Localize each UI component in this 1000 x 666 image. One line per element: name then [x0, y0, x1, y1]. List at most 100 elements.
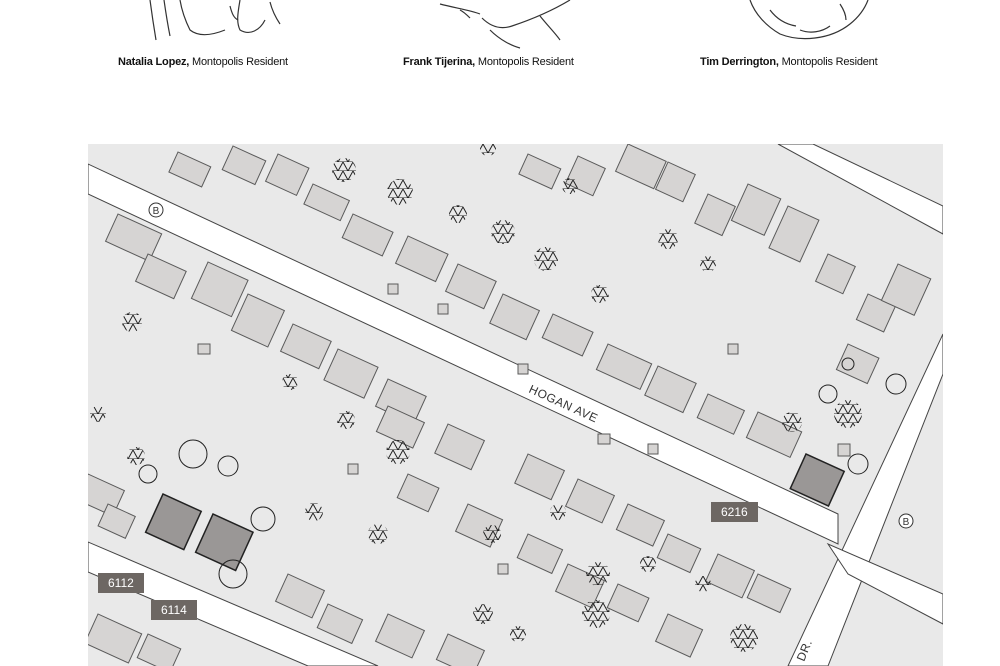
building — [347, 463, 359, 475]
building — [375, 405, 426, 449]
tree-cluster — [122, 312, 142, 332]
site-circle — [217, 455, 239, 477]
caption-tim-derrington: Tim Derrington, Montopolis Resident — [700, 56, 878, 68]
tree-cluster — [386, 440, 410, 464]
building — [746, 573, 792, 614]
site-circle — [218, 559, 248, 589]
building — [644, 365, 697, 414]
building — [516, 533, 564, 575]
building — [880, 263, 932, 316]
building — [489, 293, 541, 341]
tree-cluster — [782, 412, 802, 432]
address-tag-6112: 6112 — [98, 573, 144, 593]
tree-cluster — [562, 178, 578, 194]
tree-cluster — [591, 285, 609, 303]
site-circle — [818, 384, 838, 404]
building — [134, 253, 187, 300]
building — [704, 553, 756, 599]
building — [394, 235, 449, 283]
building — [316, 603, 364, 645]
bus-stop-marker: B — [898, 513, 914, 529]
resident-role: Montopolis Resident — [781, 56, 878, 68]
building — [88, 613, 143, 664]
building — [835, 343, 880, 385]
tree-cluster — [90, 406, 106, 422]
building — [614, 144, 667, 190]
building — [190, 261, 249, 318]
building — [221, 145, 267, 186]
portrait-natalia-lopez — [120, 0, 340, 50]
tree-cluster — [658, 229, 678, 249]
buildings — [88, 144, 932, 666]
address-tag-6114: 6114 — [151, 600, 197, 620]
building — [323, 348, 379, 399]
building — [197, 343, 211, 355]
tree-cluster — [586, 562, 610, 586]
portrait-frank-tijerina — [400, 0, 620, 50]
trees — [90, 144, 862, 652]
building — [104, 213, 163, 262]
tree-cluster — [834, 400, 862, 428]
caption-natalia-lopez: Natalia Lopez, Montopolis Resident — [118, 56, 288, 68]
site-circle — [885, 373, 907, 395]
building — [606, 583, 650, 623]
building — [837, 443, 851, 457]
tree-cluster — [473, 604, 493, 624]
resident-name: Frank Tijerina, — [403, 56, 475, 68]
building — [696, 393, 746, 435]
road-upper-right — [777, 144, 943, 235]
site-circle — [250, 506, 276, 532]
site-building — [194, 513, 255, 572]
building — [264, 153, 310, 197]
building — [727, 343, 739, 355]
building — [517, 363, 529, 375]
building — [374, 613, 426, 659]
site-building — [144, 493, 203, 551]
building — [514, 453, 566, 501]
building — [341, 213, 394, 257]
building — [97, 503, 136, 539]
tree-cluster — [483, 525, 501, 543]
building — [274, 573, 326, 619]
building — [768, 205, 820, 263]
building — [595, 343, 653, 391]
tree-cluster — [305, 503, 323, 521]
tree-cluster — [282, 374, 298, 390]
resident-name: Natalia Lopez, — [118, 56, 190, 68]
building — [437, 303, 449, 315]
building — [615, 503, 666, 547]
building — [136, 633, 182, 666]
building — [396, 473, 440, 513]
site-circle — [841, 357, 855, 371]
building — [541, 313, 594, 357]
tree-cluster — [700, 256, 716, 272]
tree-cluster — [695, 576, 711, 592]
tree-cluster — [550, 504, 566, 520]
site-building — [789, 453, 846, 507]
portrait-tim-derrington — [700, 0, 920, 50]
bus-stop-marker: B — [148, 202, 164, 218]
building — [564, 478, 616, 524]
tree-cluster — [582, 600, 610, 628]
tree-cluster — [387, 179, 413, 205]
tree-cluster — [337, 411, 355, 429]
building — [387, 283, 399, 295]
building — [230, 293, 286, 348]
building — [656, 533, 702, 574]
tree-cluster — [491, 220, 515, 244]
tree-cluster — [480, 144, 496, 156]
site-map: HOGAN AVE DR. B B 6216 6112 6114 — [88, 144, 943, 666]
building — [654, 613, 704, 658]
tree-cluster — [534, 247, 558, 271]
site-circle — [178, 439, 208, 469]
bus-stop-label: B — [903, 517, 910, 528]
bus-stop-label: B — [153, 206, 160, 217]
building — [745, 411, 803, 459]
tree-cluster — [127, 447, 145, 465]
map-canvas: HOGAN AVE DR. B B — [88, 144, 943, 666]
caption-frank-tijerina: Frank Tijerina, Montopolis Resident — [403, 56, 574, 68]
site-circle — [847, 453, 869, 475]
address-tag-6216: 6216 — [711, 502, 758, 522]
resident-role: Montopolis Resident — [477, 56, 574, 68]
building — [434, 423, 486, 471]
